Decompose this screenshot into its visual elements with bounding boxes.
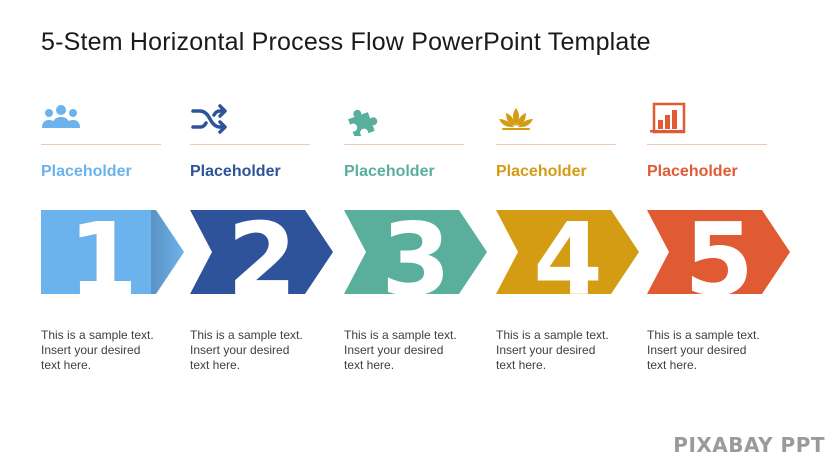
step-description: This is a sample text. Insert your desir… [41, 328, 154, 372]
lotus-icon [496, 102, 536, 136]
process-step-4: Placeholder 4 This is a sample text. Ins… [496, 0, 646, 470]
bar-chart-icon [647, 102, 687, 136]
divider-line [190, 144, 310, 145]
step-arrow: 4 [496, 190, 641, 318]
step-description: This is a sample text. Insert your desir… [344, 328, 457, 372]
step-heading: Placeholder [190, 163, 281, 180]
step-arrow: 2 [190, 190, 335, 318]
puzzle-piece-icon [344, 102, 384, 136]
step-number: 5 [684, 201, 754, 318]
step-description: This is a sample text. Insert your desir… [647, 328, 760, 372]
process-step-3: Placeholder 3 This is a sample text. Ins… [344, 0, 494, 470]
slide-title: 5-Stem Horizontal Process Flow PowerPoin… [41, 28, 651, 56]
process-step-5: Placeholder 5 This is a sample text. Ins… [647, 0, 797, 470]
step-heading: Placeholder [41, 163, 132, 180]
step-heading: Placeholder [344, 163, 435, 180]
divider-line [496, 144, 616, 145]
step-arrow: 1 [41, 190, 186, 318]
process-step-1: Placeholder 1 This is a sample text. Ins… [41, 0, 191, 470]
step-arrow: 5 [647, 190, 792, 318]
step-description: This is a sample text. Insert your desir… [190, 328, 303, 372]
shuffle-icon [190, 102, 230, 136]
step-arrow: 3 [344, 190, 489, 318]
watermark-logo: PIXABAY PPT [673, 433, 825, 457]
people-group-icon [41, 102, 81, 136]
step-number: 3 [381, 201, 451, 318]
divider-line [344, 144, 464, 145]
step-description: This is a sample text. Insert your desir… [496, 328, 609, 372]
step-heading: Placeholder [496, 163, 587, 180]
step-number: 2 [227, 201, 297, 318]
step-number: 4 [533, 201, 603, 318]
step-number: 1 [68, 201, 138, 318]
process-step-2: Placeholder 2 This is a sample text. Ins… [190, 0, 340, 470]
divider-line [41, 144, 161, 145]
step-heading: Placeholder [647, 163, 738, 180]
divider-line [647, 144, 767, 145]
